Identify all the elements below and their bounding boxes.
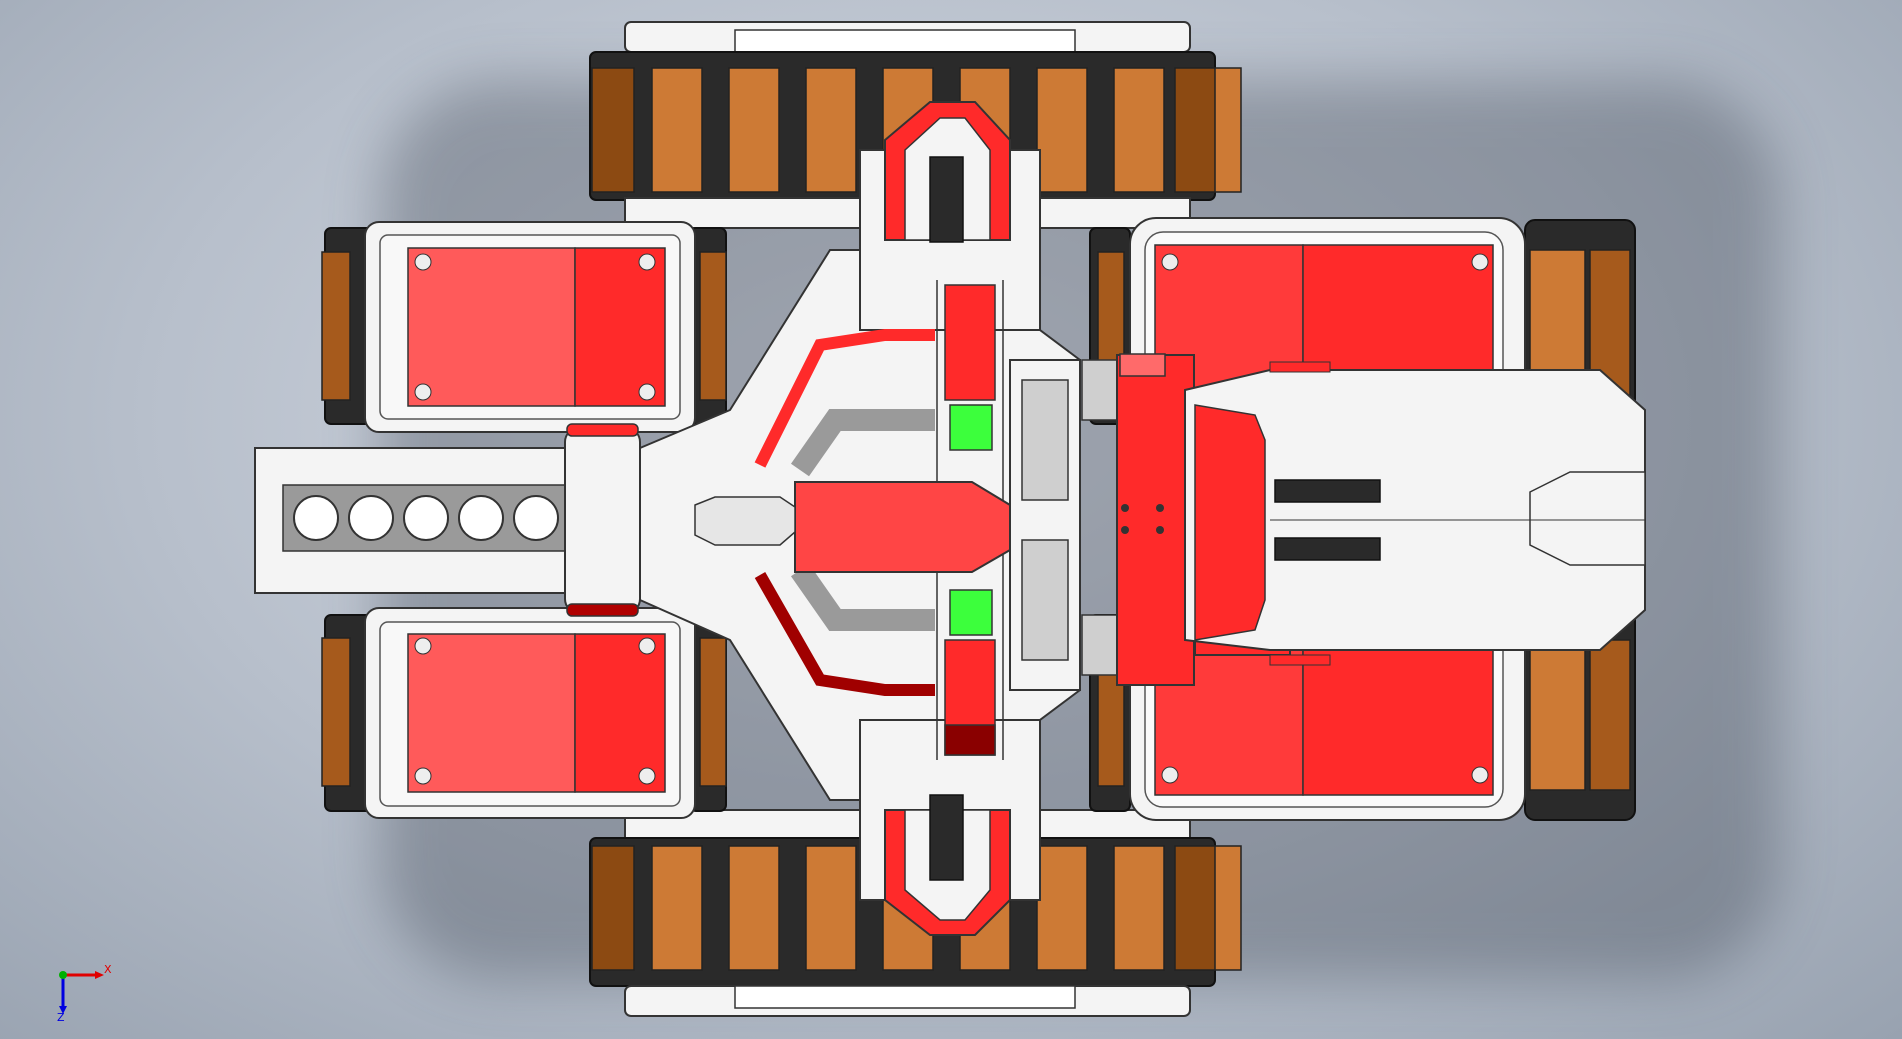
z-axis-label: Z — [57, 1011, 65, 1024]
x-axis-label: X — [104, 963, 112, 976]
top-track-shoes — [591, 67, 1242, 193]
track-shoe — [651, 845, 703, 971]
track-shoe — [1113, 67, 1165, 193]
exhaust-ports — [293, 495, 559, 541]
central-chassis — [639, 101, 1118, 936]
track-end-shoe — [1174, 845, 1216, 971]
exhaust-port — [348, 495, 394, 541]
exhaust-port — [458, 495, 504, 541]
track-end-shoe — [591, 67, 635, 193]
coordinate-triad-icon: X Z — [57, 963, 112, 1024]
left-upper-pod — [321, 221, 727, 433]
track-shoe — [728, 67, 780, 193]
track-shoe — [651, 67, 703, 193]
track-shoe — [1113, 845, 1165, 971]
track-end-shoe — [591, 845, 635, 971]
exhaust-port — [513, 495, 559, 541]
track-shoe — [728, 845, 780, 971]
exhaust-port — [293, 495, 339, 541]
exhaust-port — [403, 495, 449, 541]
track-end-shoe — [1174, 67, 1216, 193]
track-shoe — [1036, 845, 1088, 971]
track-shoe — [805, 845, 857, 971]
top-track-assembly — [589, 21, 1242, 229]
track-shoe — [1036, 67, 1088, 193]
left-lower-pod — [321, 607, 727, 819]
exhaust-block — [254, 423, 641, 617]
track-shoe — [805, 67, 857, 193]
front-turret — [1116, 353, 1646, 686]
